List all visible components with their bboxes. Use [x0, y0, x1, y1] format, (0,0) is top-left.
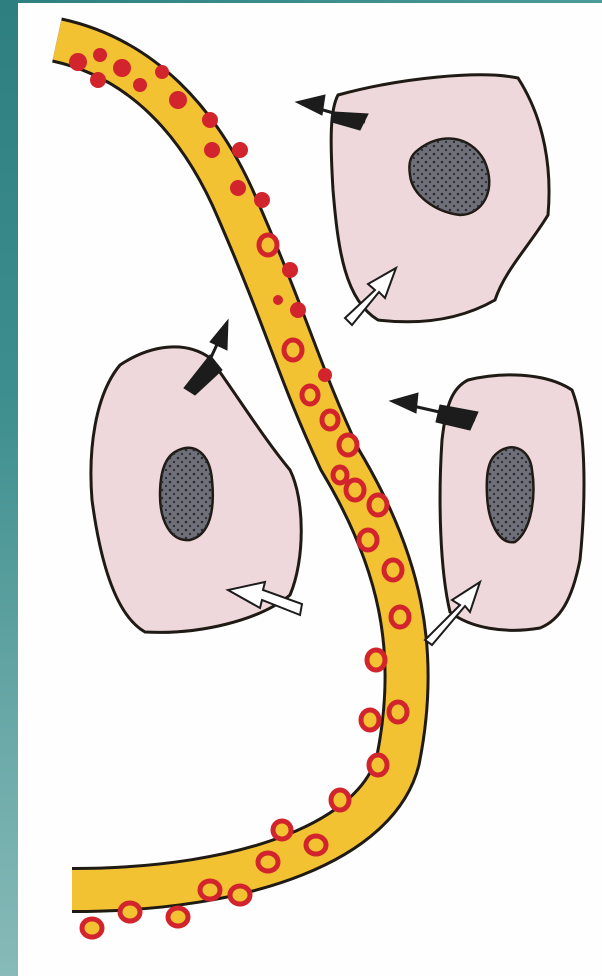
capillary-diagram [18, 3, 602, 976]
diagram-canvas [18, 3, 602, 976]
accent-side-band [0, 0, 18, 976]
tissue-cell-top [331, 75, 549, 322]
